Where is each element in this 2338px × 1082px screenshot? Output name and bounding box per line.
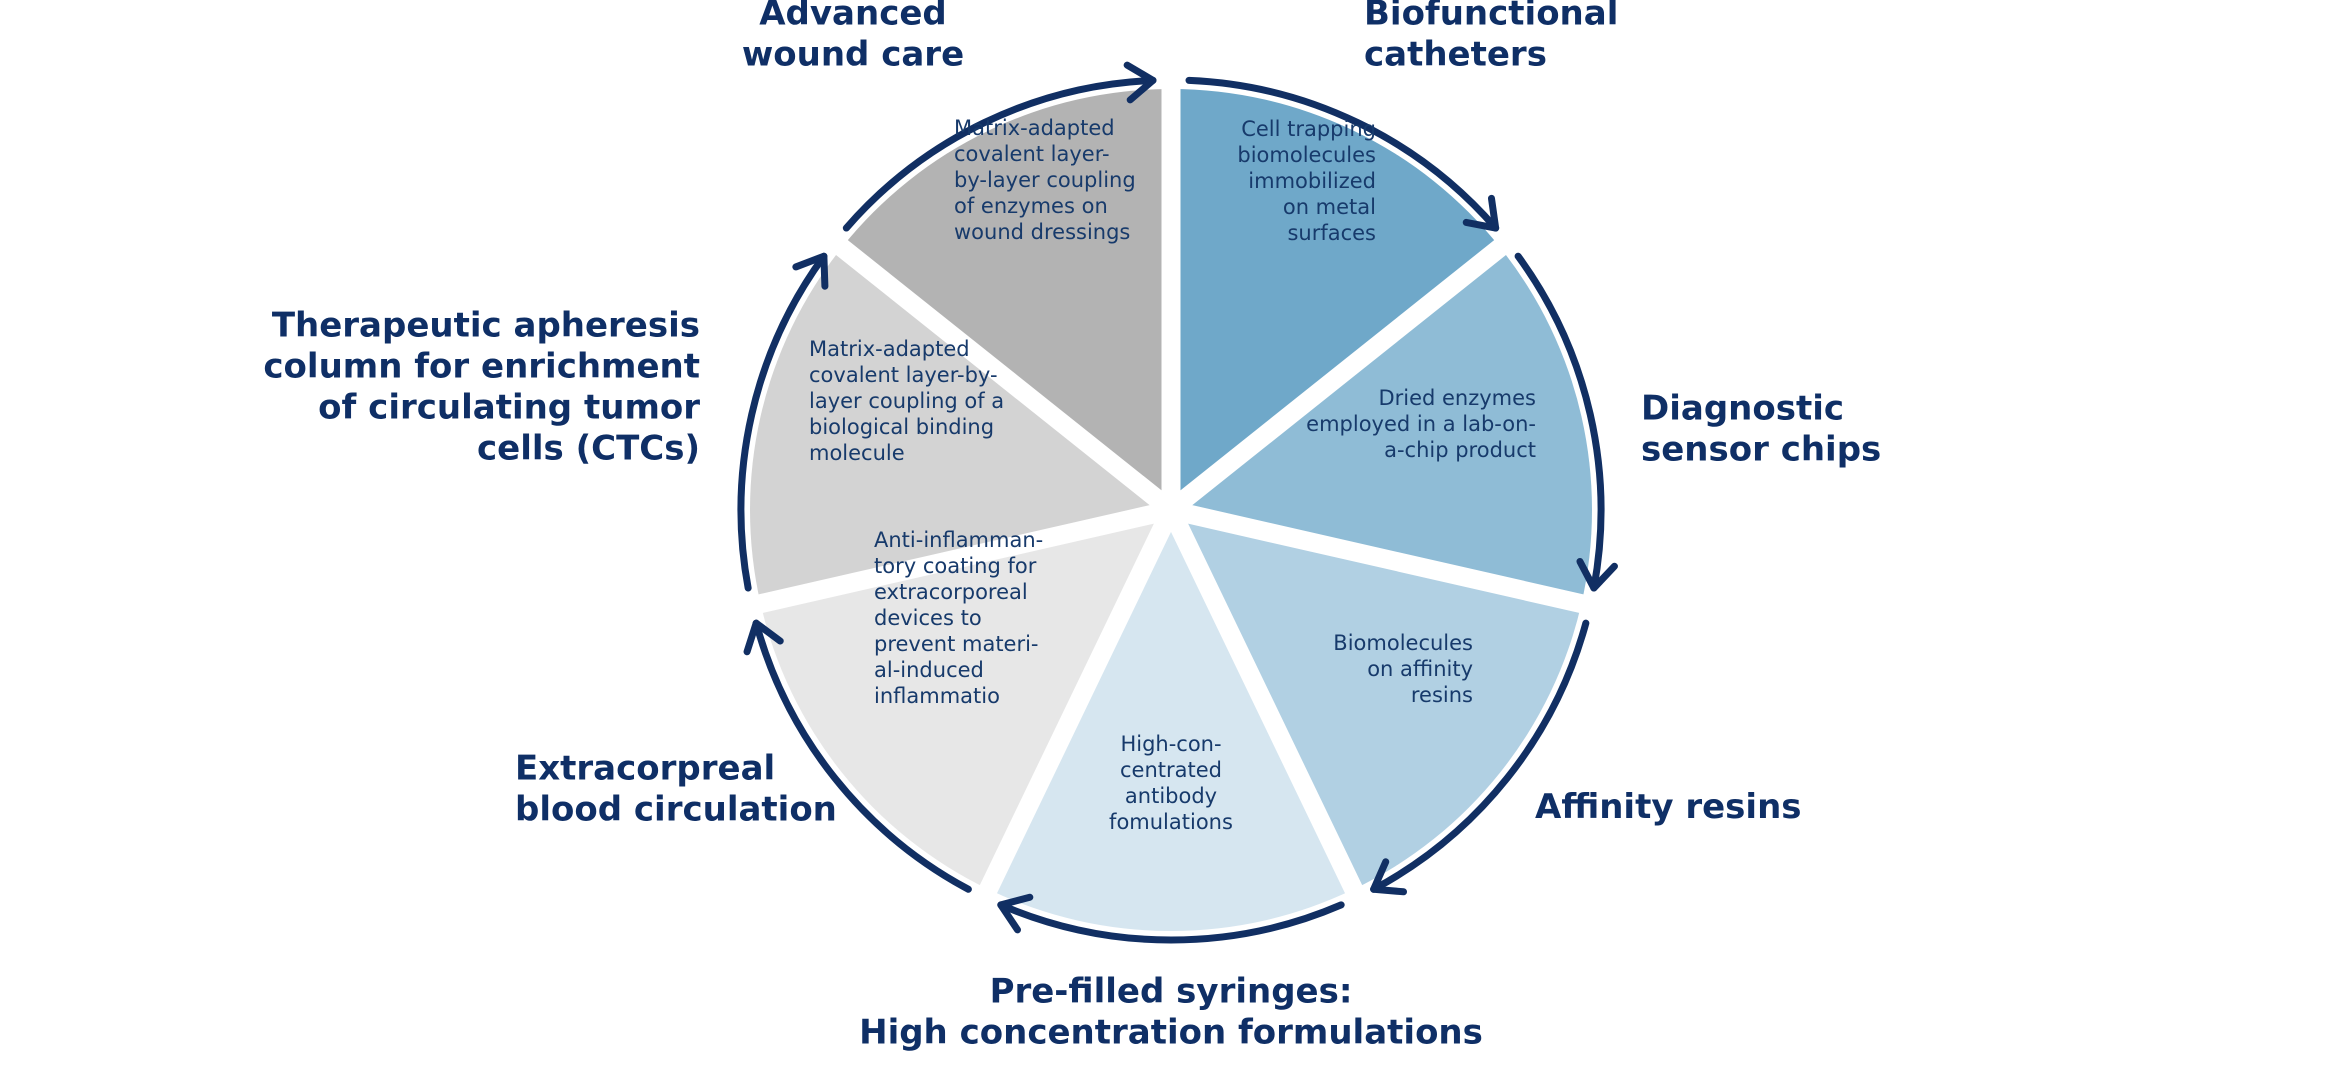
wedge-affinity-resins (1171, 510, 1582, 890)
segment-title-line: Affinity resins (1535, 787, 1802, 827)
wedge-description-line: Biomolecules (1333, 631, 1473, 655)
wedge-description-line: covalent layer-by- (809, 363, 998, 387)
arrow-head-icon (1370, 858, 1408, 896)
wedge-description-line: devices to (874, 606, 982, 630)
ring-arc-advanced-wound-care (842, 76, 1157, 232)
segment-title-line: blood circulation (515, 790, 837, 830)
wedge-description-line: of enzymes on (954, 194, 1108, 218)
segment-title-line: catheters (1364, 35, 1547, 75)
wedge-description-line: centrated (1120, 758, 1222, 782)
wedge-description-line: Anti-inflamman- (874, 528, 1043, 552)
wedge-description-line: Cell trapping (1241, 117, 1376, 141)
wedge-description-line: Matrix-adapted (954, 116, 1115, 140)
arrow-head-icon (792, 252, 829, 290)
wedge-description-line: employed in a lab-on- (1306, 412, 1536, 436)
wedge-description-line: covalent layer- (954, 142, 1110, 166)
ring-arc-affinity-resins (1370, 619, 1590, 893)
arrow-head-icon (1576, 557, 1618, 592)
wedge-pre-filled-syringes (988, 510, 1354, 932)
wedge-description-line: al-induced (874, 658, 984, 682)
segment-title-line: High concentration formulations (859, 1013, 1483, 1053)
wedge-description-line: biomolecules (1237, 143, 1376, 167)
segment-title-line: Pre-filled syringes: (990, 972, 1353, 1012)
wedge-group (736, 66, 1606, 932)
wedge-description-line: immobilized (1248, 169, 1376, 193)
wedge-separator (1168, 500, 1606, 619)
wedge-description-line: a-chip product (1384, 438, 1536, 462)
cycle-ring (737, 61, 1618, 944)
wedge-description-line: antibody (1125, 784, 1217, 808)
wedge-diagnostic-sensor-chips (1171, 247, 1592, 604)
segment-title-line: sensor chips (1641, 430, 1881, 470)
wedge-separator (1162, 505, 1373, 915)
arrow-head-icon (997, 893, 1034, 934)
wedge-advanced-wound-care (841, 89, 1171, 510)
wedge-description-line: Matrix-adapted (809, 337, 970, 361)
segment-title-line: column for enrichment (263, 347, 700, 387)
segment-title-line: wound care (742, 35, 964, 75)
wedge-description-line: High-con- (1120, 732, 1221, 756)
ring-arc-diagnostic-sensor-chips (1514, 252, 1605, 592)
segment-title-line: Extracorpreal (515, 749, 775, 789)
segment-title-line: of circulating tumor (318, 388, 700, 428)
wedge-description-line: biological binding (809, 415, 994, 439)
ring-arc-biofunctional-catheters (1185, 76, 1500, 232)
wedge-therapeutic-apheresis-column (750, 247, 1171, 604)
wedge-separator (736, 500, 1174, 619)
wedge-description-line: resins (1411, 683, 1473, 707)
wedge-description-line: tory coating for (874, 554, 1037, 578)
ring-arc-extracorporeal-blood-circulation (752, 619, 972, 893)
arrow-head-icon (743, 619, 784, 656)
wedge-separator (969, 505, 1180, 915)
wedge-description-line: surfaces (1287, 221, 1376, 245)
wedge-description-line: molecule (809, 441, 905, 465)
wedge-description-line: inflammatio (874, 684, 1000, 708)
segment-title-pre-filled-syringes: Pre-filled syringes:High concentration f… (859, 972, 1483, 1053)
wedge-biofunctional-catheters (1171, 89, 1501, 510)
segment-title-line: Therapeutic apheresis (272, 306, 700, 346)
wedge-separator (817, 225, 1177, 518)
wedge-description-line: extracorporeal (874, 580, 1028, 604)
wedge-description-line: Dried enzymes (1378, 386, 1536, 410)
wedge-description-line: wound dressings (954, 220, 1130, 244)
arrow-head-icon (1123, 61, 1157, 104)
wedge-description-line: layer coupling of a (809, 389, 1004, 413)
wedge-extracorporeal-blood-circulation (760, 510, 1171, 890)
segment-title-affinity-resins: Affinity resins (1535, 787, 1802, 827)
wedge-description-line: by-layer coupling (954, 168, 1136, 192)
ring-arc-therapeutic-apheresis-column (737, 252, 828, 592)
arrow-head-icon (1462, 194, 1500, 232)
segment-title-line: Biofunctional (1364, 0, 1618, 34)
segment-title-line: cells (CTCs) (477, 429, 700, 469)
wedge-description-line: on metal (1283, 195, 1376, 219)
ring-arc-pre-filled-syringes (997, 901, 1345, 944)
wedge-description-line: fomulations (1109, 810, 1233, 834)
segment-title-line: Diagnostic (1641, 389, 1844, 429)
wedge-description-line: on affinity (1367, 657, 1473, 681)
segment-title-line: Advanced (759, 0, 947, 34)
wedge-separator (1165, 225, 1525, 518)
wedge-description-line: prevent materi- (874, 632, 1039, 656)
